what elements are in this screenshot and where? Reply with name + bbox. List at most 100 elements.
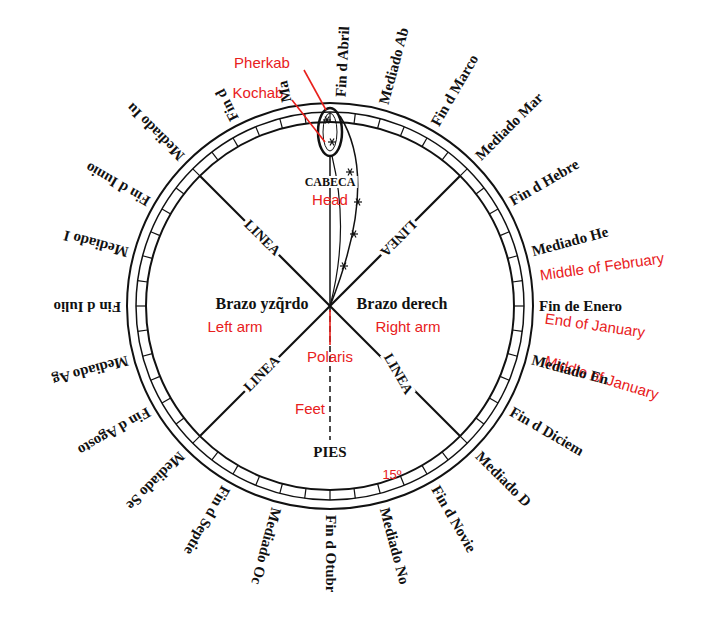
tick-mark — [422, 138, 427, 147]
tick-mark — [354, 488, 355, 498]
star-label: Polaris — [307, 349, 353, 364]
tick-mark — [143, 256, 153, 259]
linea-line — [200, 306, 330, 436]
linea-label: LINEA — [376, 216, 420, 260]
linea-line — [330, 306, 460, 436]
tick-mark — [193, 436, 200, 443]
part-label: Feet — [295, 401, 325, 416]
leader-line — [292, 100, 325, 142]
month-label: Mediado Ag — [51, 353, 130, 388]
linea-line — [200, 176, 330, 306]
dipper-loop — [323, 113, 337, 151]
month-label: Fin d Novie — [428, 483, 478, 555]
dial-ticks — [136, 112, 524, 500]
tick-mark — [442, 452, 448, 460]
tick-mark — [460, 169, 467, 176]
star-stroke — [330, 139, 334, 146]
leader-line — [304, 70, 326, 110]
tick-mark — [329, 490, 330, 500]
tick-mark — [136, 305, 146, 306]
star-stroke — [342, 263, 346, 270]
tick-mark — [162, 209, 171, 214]
part-label: Right arm — [375, 319, 440, 334]
tick-mark — [280, 484, 283, 494]
star-label: Pherkab — [234, 55, 290, 70]
star-stroke — [342, 263, 346, 270]
linea-line — [330, 176, 460, 306]
linea-label: LINEA — [240, 352, 284, 396]
inner-ring — [146, 122, 514, 490]
month-label: Mediado Oc — [248, 506, 283, 586]
little-dipper — [318, 108, 358, 306]
month-label: Mediado Ab — [377, 26, 412, 106]
tick-mark — [305, 488, 306, 498]
month-label: Mediado I — [62, 228, 130, 260]
leader-line — [329, 310, 331, 345]
linea-label: LINEA — [380, 350, 416, 399]
cross-lines — [200, 155, 460, 440]
month-label: Fin d Agosto — [75, 404, 153, 457]
tick-mark — [151, 232, 160, 236]
month-label: Fin de Enero — [539, 299, 622, 314]
month-label: Mediado Se — [124, 448, 188, 512]
tick-mark — [512, 281, 522, 282]
star-symbol — [354, 199, 362, 206]
month-label: Fin d Septie — [181, 483, 232, 557]
star-stroke — [352, 231, 356, 238]
tick-mark — [489, 209, 498, 214]
star-stroke — [356, 199, 360, 206]
arm-label: Brazo yzq̃rdo — [214, 296, 311, 312]
month-label: Mediado No — [377, 506, 412, 586]
star-stroke — [330, 139, 334, 146]
month-label: Fin d Abril — [333, 26, 352, 98]
feet-line — [329, 306, 331, 440]
part-label: Head — [312, 192, 348, 207]
arm-label: Brazo derech — [355, 296, 450, 312]
tick-mark — [508, 256, 518, 259]
tick-mark — [354, 114, 355, 124]
star-symbol — [340, 263, 348, 270]
tick-mark — [500, 376, 509, 380]
tick-mark — [378, 119, 381, 129]
star-symbol — [323, 117, 331, 124]
star-symbol — [346, 169, 354, 176]
head-label: CABECA — [303, 176, 358, 188]
tick-mark — [508, 354, 518, 357]
linea-label: LINEA — [240, 216, 284, 260]
month-label: Mediado Mar — [472, 90, 545, 163]
star-symbol — [350, 231, 358, 238]
month-label: Fin d Diciem — [507, 404, 586, 458]
month-label: Fin d Marco — [428, 52, 481, 129]
month-label: Mediado He — [530, 224, 610, 259]
tick-mark — [489, 398, 498, 403]
tick-mark — [500, 232, 509, 236]
tick-mark — [442, 152, 448, 160]
dipper-loop — [318, 108, 342, 156]
angle-label: 15º — [382, 468, 401, 481]
star-stroke — [352, 231, 356, 238]
tick-mark — [422, 465, 427, 474]
tick-mark — [476, 188, 484, 194]
tick-mark — [176, 418, 184, 424]
month-label: Ma — [275, 79, 294, 103]
tick-mark — [176, 188, 184, 194]
month-translation: End of January — [544, 311, 646, 340]
tick-mark — [256, 476, 260, 485]
tick-mark — [400, 127, 404, 136]
star-symbol — [328, 139, 336, 146]
star-stroke — [356, 199, 360, 206]
tick-mark — [212, 152, 218, 160]
tick-mark — [143, 354, 153, 357]
month-label: Fin d Iunio — [83, 159, 153, 208]
tick-mark — [460, 436, 467, 443]
tick-mark — [378, 484, 381, 494]
part-label: Left arm — [207, 319, 262, 334]
month-label: Fin d Hebre — [507, 156, 581, 208]
tick-mark — [212, 452, 218, 460]
month-label: Mediado Iu — [124, 100, 187, 163]
tick-mark — [233, 138, 238, 147]
star-stroke — [325, 117, 329, 124]
tick-mark — [512, 330, 522, 331]
